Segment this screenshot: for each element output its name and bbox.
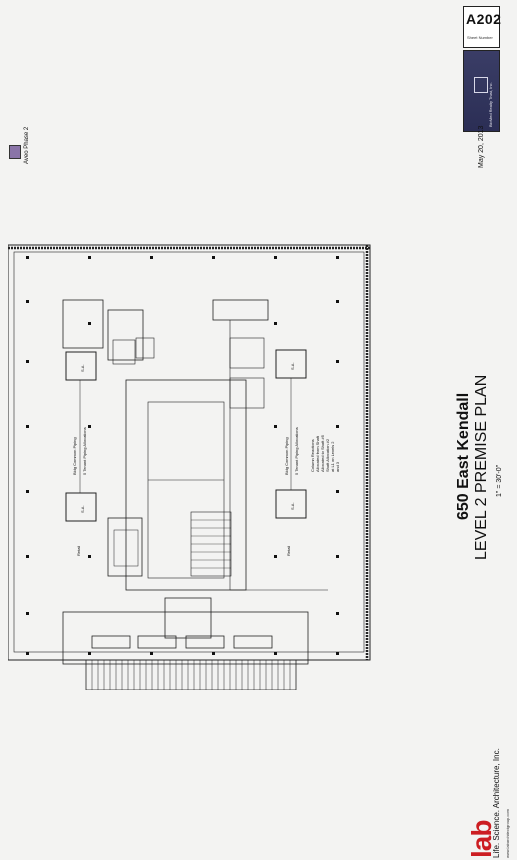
building-outline-inner — [13, 251, 365, 653]
project-name: 650 East Kendall — [455, 392, 472, 520]
piping-note: Bldg Common Piping — [72, 437, 77, 475]
drawing-name: LEVEL 2 PREMISE PLAN — [473, 374, 490, 560]
firm-name: Life. Science. Architecture, Inc. — [492, 748, 501, 858]
drawing-scale: 1" = 30'-0" — [496, 464, 503, 497]
shaft-note: and 3 — [335, 461, 340, 472]
floor-plan-drawing: S.A. S.A. S.A. S.A. Bldg Common Piping 5… — [8, 244, 371, 690]
atrium — [125, 379, 247, 591]
shaft-a — [65, 351, 97, 381]
issue-date: May 20, 2013 — [478, 125, 485, 168]
retail-block — [107, 517, 143, 577]
legend-label: Aveo Phase 2 — [24, 126, 30, 164]
piping-note: Bldg Common Piping — [284, 437, 289, 475]
sheet-number: A202 — [466, 11, 502, 27]
sa-label: S.A. — [80, 505, 85, 513]
sa-label: S.A. — [290, 502, 295, 510]
shaft-note: Allocated to Shaft #5 — [320, 434, 325, 472]
shaft-c — [65, 492, 97, 522]
client-logo-mark — [474, 77, 488, 93]
piping-note: 5 Tenant Piping Allocations — [294, 427, 299, 475]
shaft-note: Shaft Allocation #2 — [325, 438, 330, 472]
sa-label: S.A. — [290, 362, 295, 370]
service-core-left — [62, 299, 104, 349]
shaft-note: Allocated from Shaft — [315, 435, 320, 472]
shaft-note: Column Reactions — [310, 439, 315, 472]
sa-label: S.A. — [80, 364, 85, 372]
retail-label: Retail — [76, 546, 81, 556]
legend-swatch — [9, 145, 21, 159]
client-logo-panel: BioMed Realty Trust, Inc. — [463, 50, 500, 132]
retail-label: Retail — [286, 546, 291, 556]
piping-note: 5 Tenant Piping Allocations — [82, 427, 87, 475]
service-core-right — [212, 299, 269, 321]
entrance-stair — [85, 659, 297, 690]
firm-website: www.labarchitectgroup.com — [505, 809, 510, 858]
sheet-number-box: A202 Sheet Number — [463, 6, 502, 48]
shaft-note: at L1 on Levels 2 — [330, 441, 335, 472]
sheet-number-label: Sheet Number — [467, 35, 493, 40]
client-name: BioMed Realty Trust, Inc. — [488, 82, 493, 127]
